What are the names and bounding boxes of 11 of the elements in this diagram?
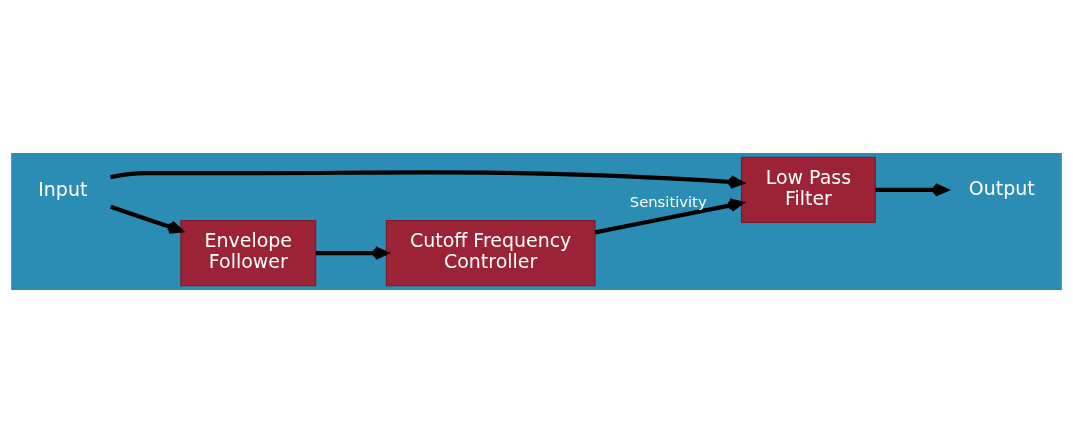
arrow: [875, 183, 949, 197]
node-box: Cutoff Frequency Controller: [385, 219, 596, 287]
edge-label: Sensitivity: [629, 192, 707, 210]
node-box: Envelope Follower: [180, 219, 317, 287]
node-box: Low Pass Filter: [740, 156, 876, 224]
arrow: [109, 204, 183, 234]
node-text: Input: [38, 177, 88, 200]
node-text: Output: [968, 176, 1035, 199]
arrow: [315, 246, 389, 260]
arrow: [594, 198, 744, 235]
arrow: [110, 170, 744, 189]
